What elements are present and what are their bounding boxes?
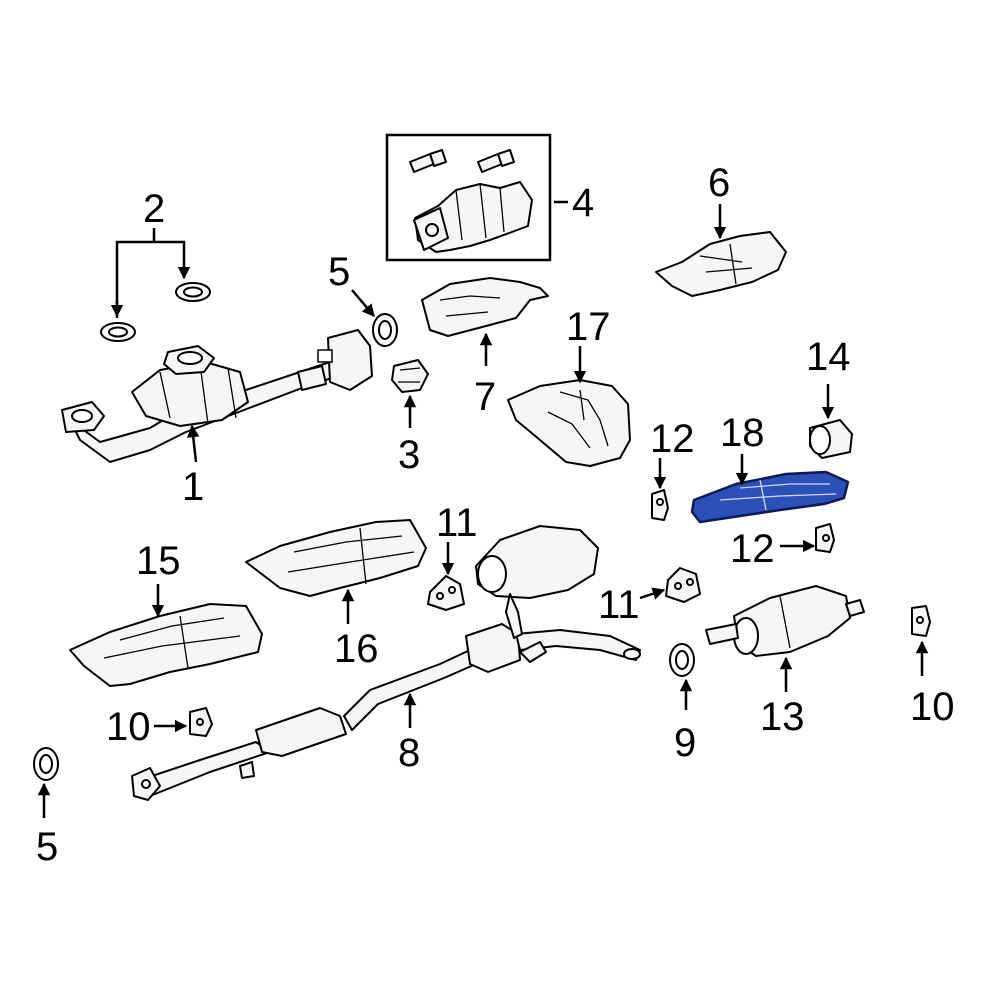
part-5-gasket-bottom[interactable] (33, 747, 59, 781)
part-10-hanger-right[interactable] (911, 605, 931, 637)
callout-18: 18 (720, 411, 765, 455)
part-15-heat-shield[interactable] (69, 603, 263, 687)
callout-1: 1 (182, 465, 204, 509)
callout-2: 2 (143, 187, 165, 231)
part-18-heat-shield-highlighted[interactable] (690, 470, 850, 524)
part-16-heat-shield[interactable] (245, 519, 427, 597)
callout-9: 9 (674, 721, 696, 765)
callout-11-left: 11 (436, 501, 478, 545)
part-14-collar[interactable] (809, 419, 853, 459)
part-7-heat-shield[interactable] (421, 277, 549, 337)
part-5-gasket-top[interactable] (372, 313, 398, 347)
part-4-converter-kit[interactable] (385, 133, 552, 262)
part-12-hanger-lower[interactable] (815, 523, 835, 553)
part-13-rear-muffler[interactable] (705, 585, 865, 657)
callout-10-left: 10 (106, 705, 151, 749)
callout-8: 8 (398, 731, 420, 775)
callout-4: 4 (572, 181, 594, 225)
part-12-hanger-upper[interactable] (651, 489, 669, 521)
callout-16: 16 (334, 627, 379, 671)
part-11-bracket-left[interactable] (427, 575, 465, 611)
part-11-bracket-right[interactable] (665, 567, 701, 603)
part-9-gasket[interactable] (669, 643, 695, 677)
callout-15: 15 (136, 539, 181, 583)
callout-13: 13 (760, 695, 805, 739)
part-2-gaskets[interactable] (100, 282, 211, 342)
callout-5-top: 5 (328, 250, 350, 294)
part-17-heat-shield[interactable] (507, 379, 631, 467)
part-10-hanger-left[interactable] (189, 707, 213, 737)
callout-17: 17 (566, 305, 611, 349)
part-3-clamp[interactable] (391, 359, 429, 393)
callout-7: 7 (474, 375, 496, 419)
callout-3: 3 (398, 433, 420, 477)
callout-12-lower: 12 (730, 527, 775, 571)
part-6-heat-shield[interactable] (655, 231, 787, 297)
part-8-center-pipe[interactable] (131, 525, 641, 801)
callout-14: 14 (806, 335, 851, 379)
callout-5-bottom: 5 (36, 825, 58, 869)
callout-11-right: 11 (598, 583, 640, 627)
callout-6: 6 (708, 161, 730, 205)
callout-10-right: 10 (910, 685, 955, 729)
part-1-front-pipe[interactable] (61, 329, 373, 463)
callout-12-upper: 12 (650, 417, 695, 461)
